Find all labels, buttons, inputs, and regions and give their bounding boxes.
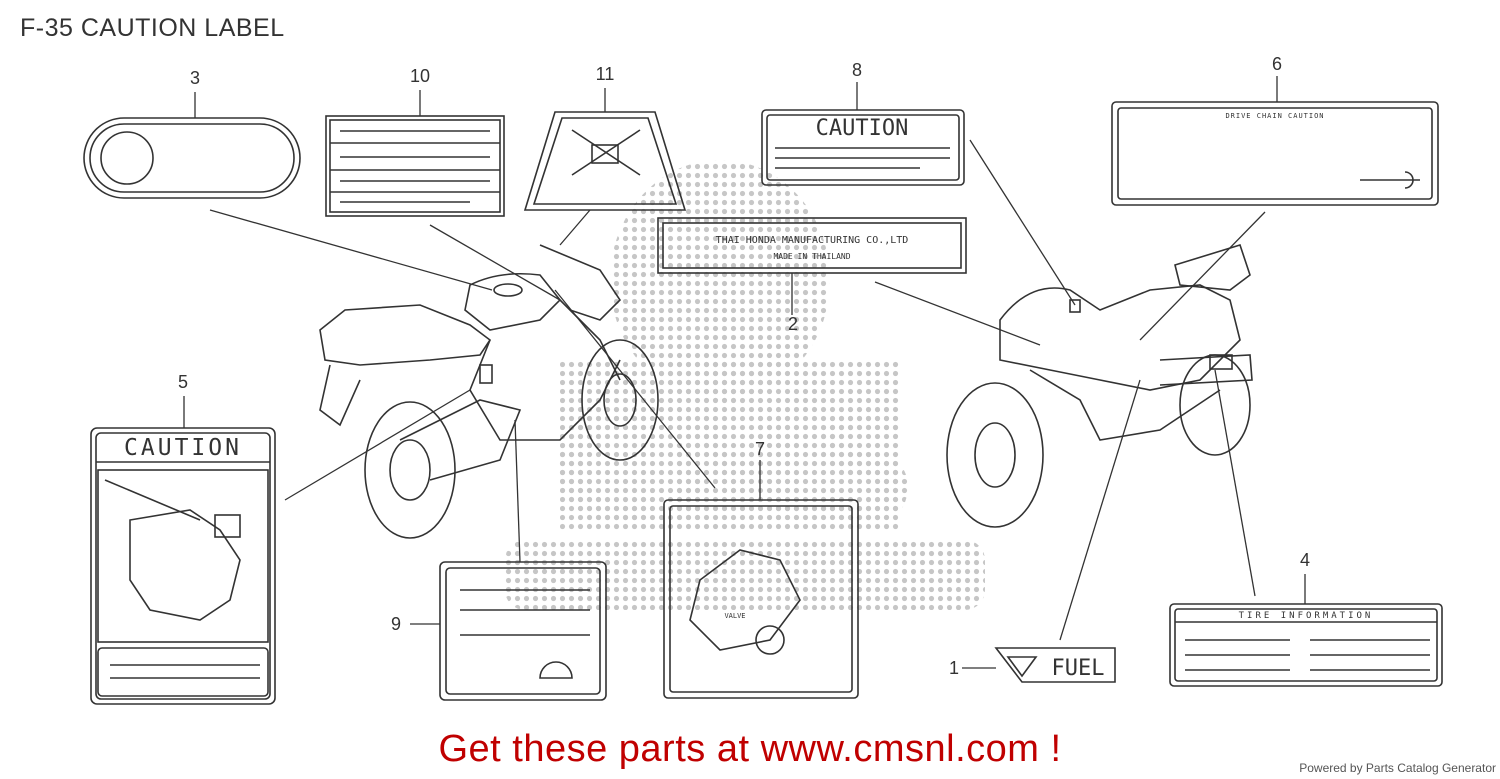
label-6-drive-chain [1111,101,1439,206]
callout-7: 7 [755,439,765,459]
label-3-oval [83,117,301,199]
right-motorcycle [946,244,1253,528]
label-5-caution [90,427,276,705]
label-11-trapezoid [523,111,687,211]
callout-8: 8 [852,60,862,80]
watermark: CMS [505,160,985,610]
callout-6: 6 [1272,54,1282,74]
callout-4: 4 [1300,550,1310,570]
label-8-caution [761,109,965,186]
label-9 [439,561,607,701]
label-6-drive-chain-text: DRIVE CHAIN CAUTION [1225,112,1324,120]
label-5-caution-text: CAUTION [124,435,242,461]
left-motorcycle [319,244,659,539]
label-2-manufacturer [657,217,967,274]
callout-3: 3 [190,68,200,88]
watermark-text: CMS [551,382,918,556]
label-10-stacked [325,115,505,217]
label-1-fuel-text: FUEL [1052,656,1105,681]
label-2-line-2: MADE IN THAILAND [773,252,850,261]
label-4-tire-info-text: TIRE INFORMATION [1239,611,1374,621]
callout-5: 5 [178,372,188,392]
label-1-fuel [994,647,1116,683]
powered-by: Powered by Parts Catalog Generator [1299,761,1496,775]
callout-1: 1 [949,658,959,678]
label-8-caution-text: CAUTION [816,116,909,141]
label-2-line-1: THAI HONDA MANUFACTURING CO.,LTD [716,235,909,246]
callout-11: 11 [596,64,615,84]
page-title: F-35 CAUTION LABEL [20,14,285,42]
callout-9: 9 [391,614,401,634]
callout-2: 2 [788,314,798,334]
label-7 [663,499,859,699]
leader-lines [183,76,1306,669]
label-7-valve-text: VALVE [724,612,745,620]
label-4-tire-info [1169,603,1443,687]
callout-10: 10 [410,66,430,86]
cta-link[interactable]: Get these parts at www.cmsnl.com ! [438,728,1062,770]
